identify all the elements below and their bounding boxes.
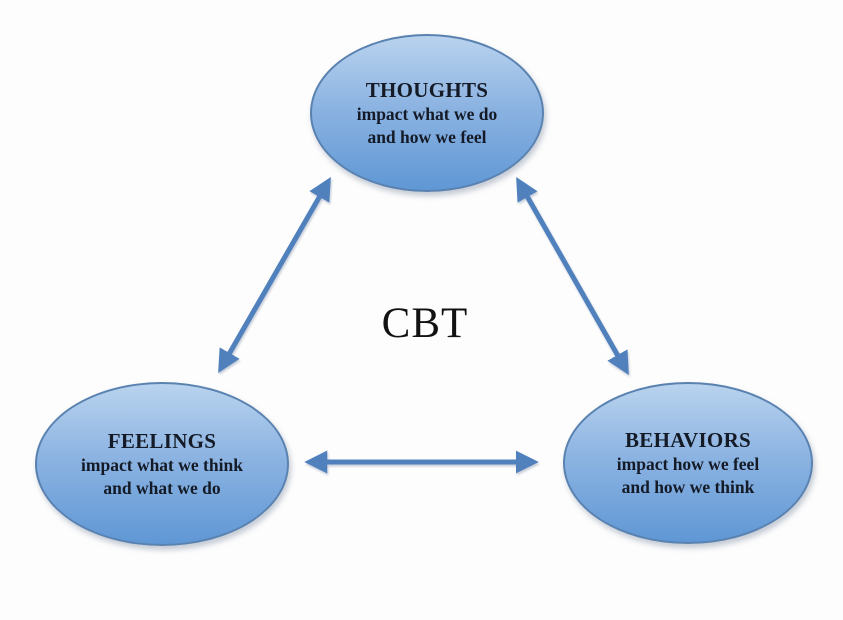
node-feelings-line1: impact what we think: [81, 454, 243, 475]
node-feelings-line2: and what we do: [103, 477, 221, 498]
node-thoughts-title: THOUGHTS: [365, 77, 489, 102]
arrow-thoughts-feelings: [218, 177, 331, 373]
node-behaviors-line1: impact how we feel: [616, 453, 760, 474]
node-behaviors-line2: and how we think: [621, 476, 755, 497]
arrow-thoughts-behaviors: [516, 177, 629, 375]
node-feelings-title: FEELINGS: [107, 428, 217, 453]
node-thoughts-line2: and how we feel: [367, 126, 487, 147]
node-behaviors-title: BEHAVIORS: [624, 427, 752, 452]
node-feelings: FEELINGS impact what we think and what w…: [35, 382, 289, 546]
node-thoughts: THOUGHTS impact what we do and how we fe…: [310, 34, 544, 192]
center-label: CBT: [381, 300, 469, 347]
node-behaviors: BEHAVIORS impact how we feel and how we …: [563, 382, 813, 544]
node-thoughts-line1: impact what we do: [356, 103, 498, 124]
